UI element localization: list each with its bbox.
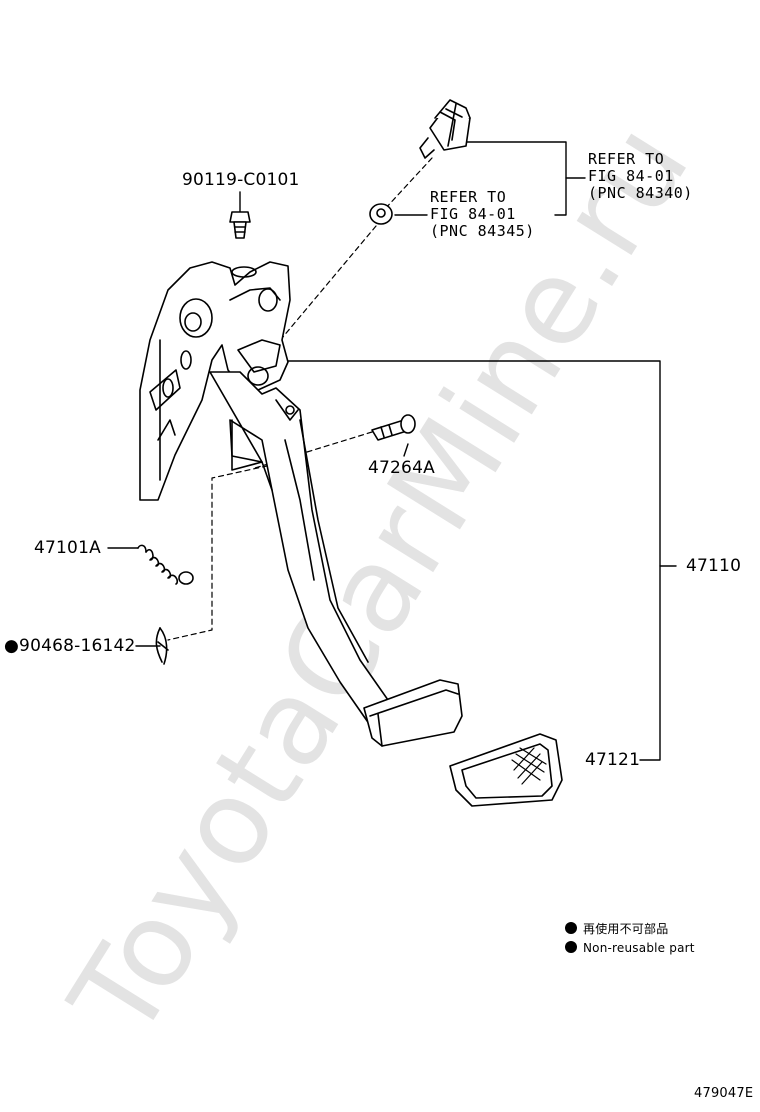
legend-en-text: Non-reusable part — [583, 941, 695, 955]
pivot-pin-shape — [371, 414, 416, 441]
part-label-spring: 47101A — [34, 538, 101, 558]
part-label-clip: ●90468-16142 — [4, 636, 136, 656]
pedal-foot-shape — [363, 679, 463, 747]
refer-switch-line2: FIG 84-01 — [588, 167, 674, 185]
legend-jp-text: 再使用不可部品 — [583, 922, 669, 936]
legend-jp: 再使用不可部品 — [565, 920, 668, 937]
stop-light-switch-shape — [419, 99, 471, 159]
refer-switch-line3: (PNC 84340) — [588, 184, 693, 202]
part-label-pedal-assy: 47110 — [686, 556, 742, 576]
part-number-clip: 90468-16142 — [19, 636, 136, 656]
part-label-pedal-pad: 47121 — [585, 750, 641, 770]
refer-cushion-line1: REFER TO — [430, 188, 507, 206]
pedal-arm-shape — [209, 371, 403, 741]
legend-dot-icon — [565, 941, 577, 953]
refer-label-cushion: REFER TO FIG 84-01 (PNC 84345) — [430, 189, 535, 240]
part-label-bolt: 90119-C0101 — [182, 170, 300, 190]
part-label-pin: 47264A — [368, 458, 435, 478]
refer-cushion-line3: (PNC 84345) — [430, 222, 535, 240]
refer-label-switch: REFER TO FIG 84-01 (PNC 84340) — [588, 151, 693, 202]
return-spring-shape — [137, 544, 194, 585]
pedal-pad-shape — [449, 733, 563, 807]
leader-lines — [107, 141, 677, 761]
cushion-shape — [369, 203, 393, 225]
refer-switch-line1: REFER TO — [588, 150, 665, 168]
legend-dot-icon — [565, 922, 577, 934]
legend-en: Non-reusable part — [565, 941, 695, 955]
figure-id: 479047E — [694, 1086, 754, 1101]
refer-cushion-line2: FIG 84-01 — [430, 205, 516, 223]
bolt-shape — [229, 211, 251, 239]
clip-shape — [155, 627, 169, 665]
pedal-bracket-shape — [139, 261, 291, 501]
non-reusable-marker: ● — [4, 636, 20, 656]
